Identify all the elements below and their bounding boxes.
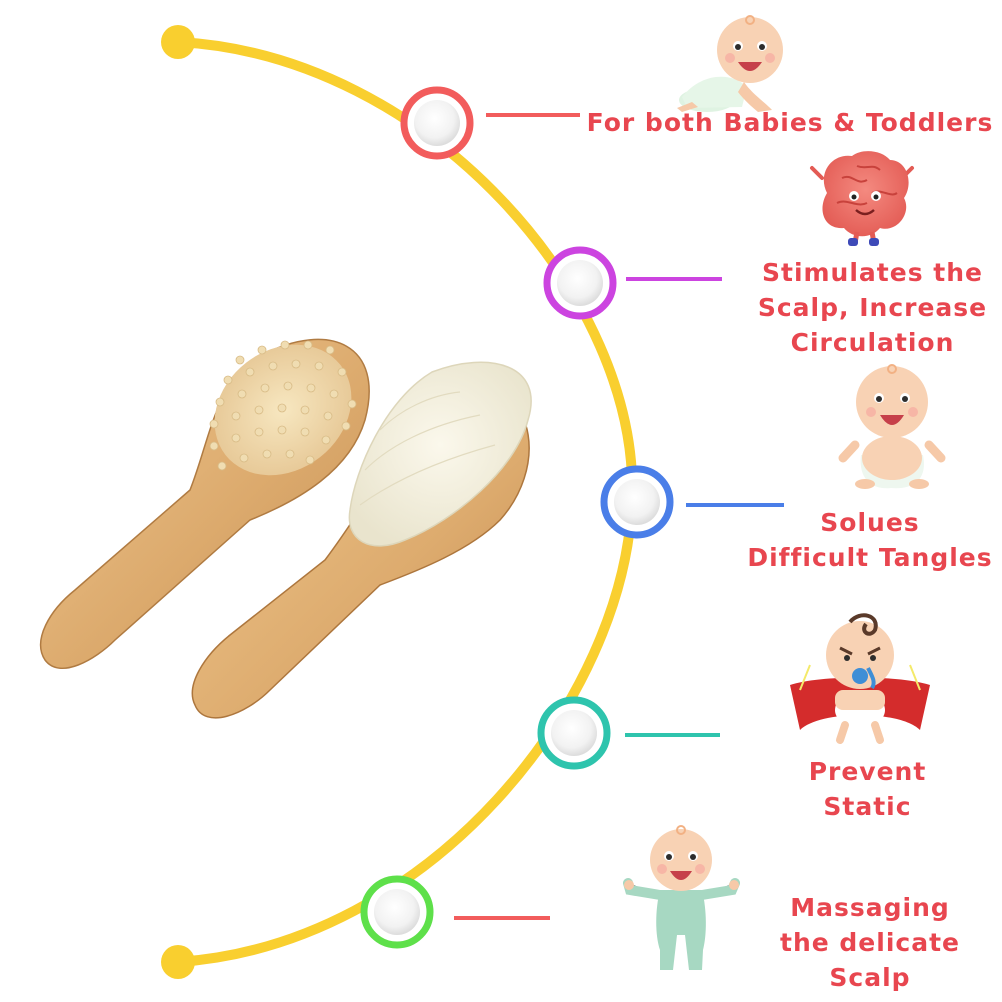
feature-text-tangles: Solues Difficult Tangles [747,508,993,572]
paddle-bristles [209,340,357,471]
sitting-baby-icon [838,364,946,489]
brain-icon [810,151,914,246]
crawling-baby-icon [677,15,783,112]
milestone-pearl [374,889,420,935]
feature-text-stimulates-scalp: Stimulates the Scalp, Increase Circulati… [757,258,988,357]
feature-text-babies-toddlers: For both Babies & Toddlers [586,108,994,137]
arc-start-dot [161,25,195,59]
standing-baby-icon [623,825,740,970]
wooden-paddle-brush [39,338,370,670]
milestone-4 [537,696,611,770]
feature-text-massaging: Massaging the delicate Scalp [780,893,960,992]
milestone-pearl [551,710,597,756]
milestone-5 [360,875,434,949]
milestone-2 [543,246,617,320]
milestone-3 [600,465,674,539]
milestone-1 [400,86,474,160]
connector-lines [454,113,784,920]
milestone-pearl [414,100,460,146]
goat-hair-bristles [348,361,532,547]
superhero-baby-icon [790,613,930,744]
milestone-pearl [614,479,660,525]
feature-text-static: Prevent Static [808,757,927,821]
milestone-pearl [557,260,603,306]
goat-hair-brush [191,361,532,719]
arc-end-dot [161,945,195,979]
